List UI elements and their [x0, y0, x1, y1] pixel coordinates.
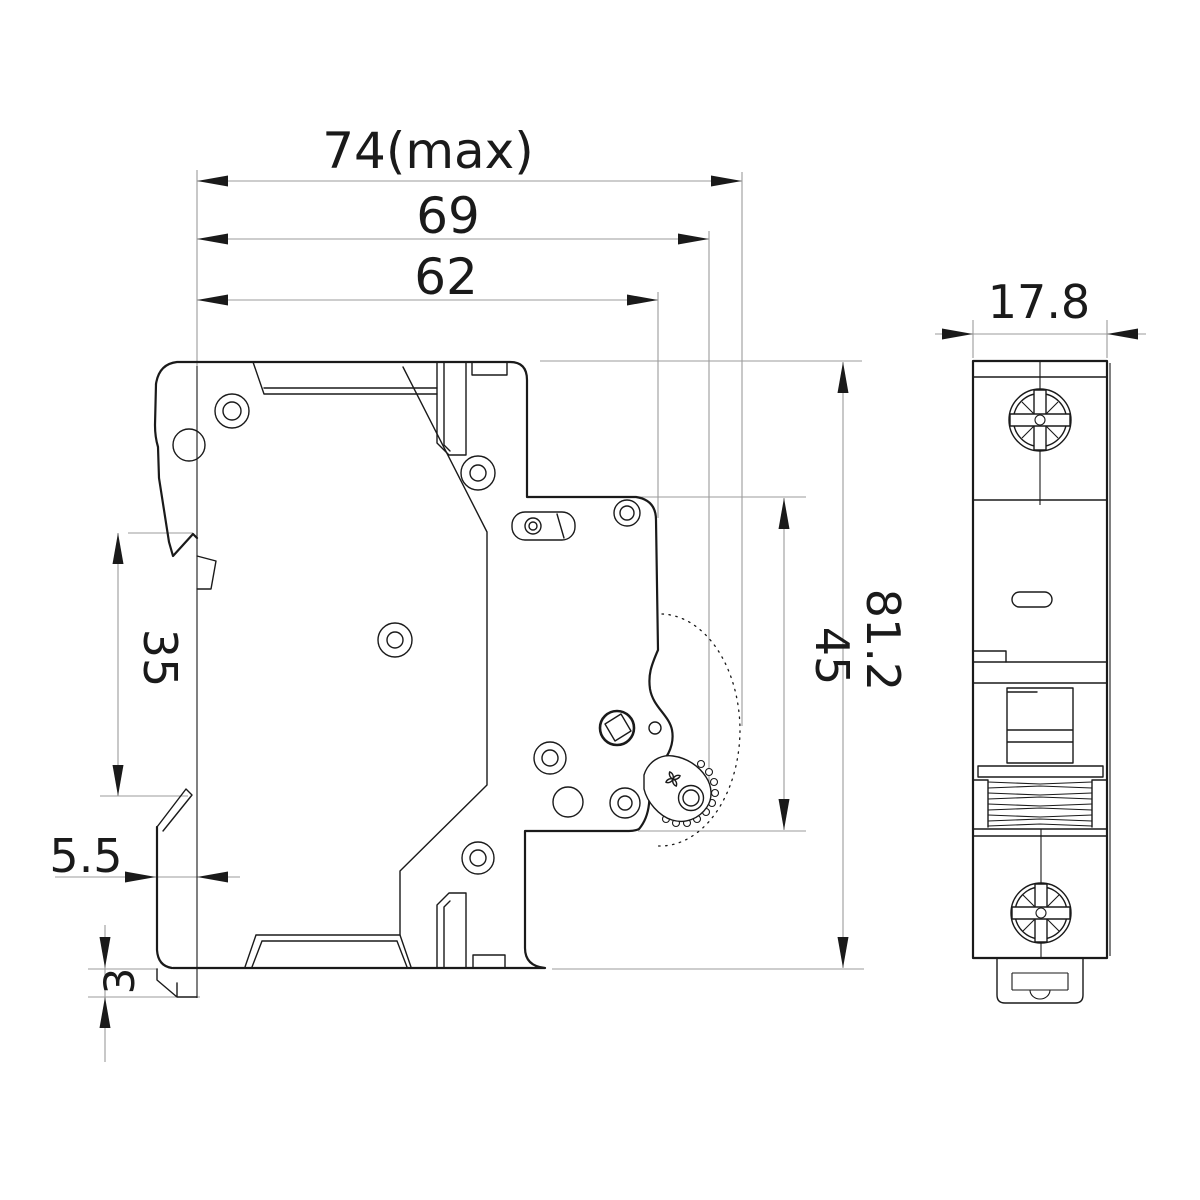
trip-indicator-detail	[511, 511, 576, 541]
toggle-swing-arc	[657, 613, 741, 847]
clip-ribs	[987, 781, 1093, 827]
dim-label-upper-depth: 62	[414, 248, 478, 306]
dim-label-front-height: 45	[805, 627, 859, 686]
din-clip-body	[155, 825, 174, 970]
side-body-outline	[154, 360, 674, 970]
latch-tab	[196, 555, 217, 590]
top-small-notch	[471, 361, 508, 376]
mounting-flange	[977, 765, 1104, 778]
bottom-clip-tab	[996, 957, 1084, 1004]
mid-step-edge	[399, 366, 488, 936]
dim-label-overall-height: 81.2	[856, 589, 910, 691]
bottom-small-notch	[472, 954, 506, 969]
bottom-flange-lines	[244, 934, 412, 968]
toggle-slot	[1011, 591, 1053, 608]
dim-label-total-depth: 74(max)	[322, 122, 534, 180]
top-ledge-lines	[252, 361, 438, 395]
bottom-vent-slot	[436, 892, 467, 969]
dim-label-clip-travel: 3	[95, 968, 144, 995]
bottom-terminal-screw	[1010, 882, 1072, 944]
clip-rib-area	[973, 779, 1108, 830]
trip-mechanism	[533, 709, 720, 828]
side-rivets	[172, 393, 641, 875]
dimension-arrowheads	[99, 175, 1138, 1028]
dimension-extension-lines	[55, 170, 1146, 1062]
din-hook-top	[153, 382, 199, 558]
top-terminal-screw	[1008, 388, 1072, 452]
dim-label-body-depth: 69	[416, 187, 480, 245]
din-clip-hook	[156, 788, 193, 832]
dim-label-rail-lip: 5.5	[49, 829, 122, 883]
side-view	[153, 360, 741, 998]
top-vent-slot	[436, 361, 467, 456]
dim-label-rail-slot: 35	[133, 629, 187, 688]
lever-clover-cutout	[665, 771, 681, 787]
actuator-square	[604, 713, 632, 742]
handle-recess	[1006, 687, 1074, 764]
din-clip-bottom-tab	[156, 968, 198, 998]
dimension-labels: 74(max) 69 62 17.8 81.2 45 35 5.5 3	[49, 122, 1090, 994]
actuator-shaft-circle	[598, 709, 636, 747]
dim-label-module-width: 17.8	[988, 275, 1090, 329]
front-view	[971, 359, 1111, 1004]
